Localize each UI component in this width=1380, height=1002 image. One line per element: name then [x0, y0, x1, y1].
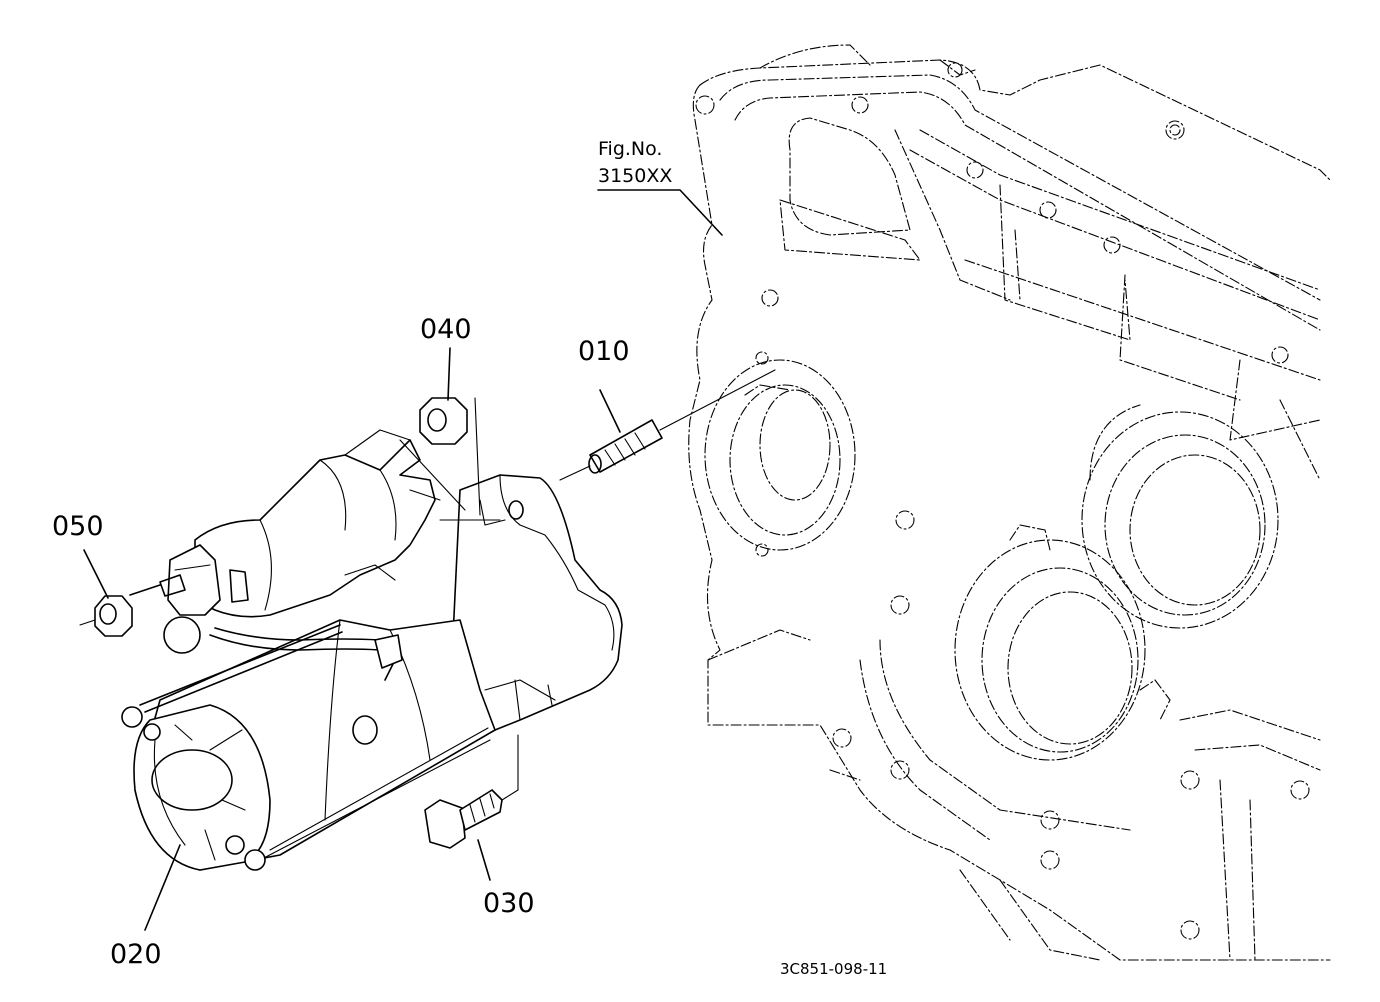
drawing-code: 3C851-098-11 — [780, 960, 887, 978]
starter-motor-assembly — [121, 429, 623, 871]
part-number-040: 040 — [420, 314, 472, 345]
fig-ref-label: Fig.No. — [598, 138, 662, 160]
bolt-030 — [424, 734, 519, 849]
part-number-050: 050 — [52, 511, 104, 542]
fig-ref-number: 3150XX — [598, 165, 672, 187]
nut-040 — [419, 397, 481, 516]
part-number-020: 020 — [110, 939, 162, 970]
nut-050 — [79, 595, 133, 637]
part-number-010: 010 — [578, 336, 630, 367]
part-number-030: 030 — [483, 888, 535, 919]
leader-lines — [83, 189, 723, 931]
engine-gear-case — [688, 44, 1331, 961]
stud-010 — [559, 369, 776, 481]
